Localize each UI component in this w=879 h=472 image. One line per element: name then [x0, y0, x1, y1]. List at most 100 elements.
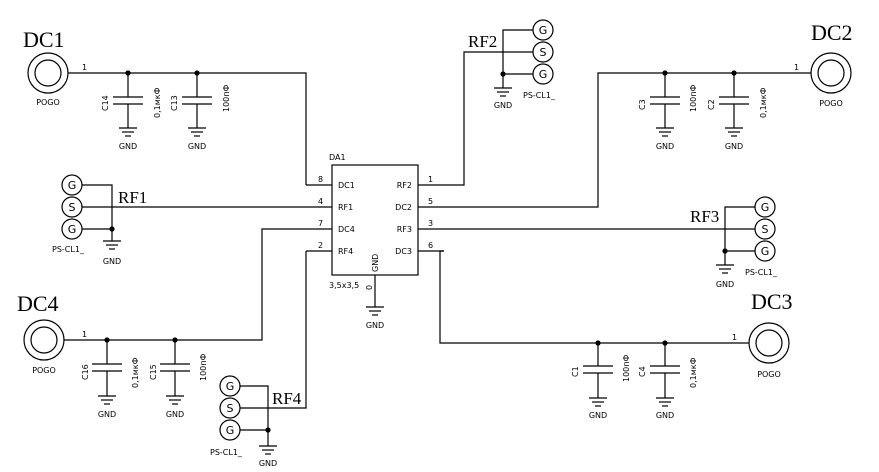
rf1-pin-g2: G [68, 223, 77, 236]
chip-pin-num-2: 2 [318, 241, 323, 250]
c13-ref: C13 [170, 95, 179, 111]
c4-value: 0,1мкФ [689, 357, 698, 388]
rf3-pin-g1: G [761, 201, 770, 214]
c1-gnd: GND [589, 411, 607, 420]
c16-value: 0,1мкФ [131, 357, 140, 388]
rf-connector-rf4: G S G PS-CL1_ RF4 GND [210, 251, 307, 468]
rf3-type: PS-CL1_ [745, 268, 778, 277]
chip-pin-num-1: 1 [428, 175, 433, 184]
c13-gnd: GND [188, 142, 206, 151]
rf1-pin-g1: G [68, 179, 77, 192]
ground-label: GND [366, 321, 384, 330]
pogo-dc4-pin: 1 [82, 330, 87, 339]
chip-pin-num-5: 5 [428, 197, 433, 206]
pogo-dc3-type: POGO [757, 370, 781, 379]
pogo-dc4-ref: DC4 [17, 291, 59, 316]
pogo-dc4: DC4 POGO 1 [17, 291, 87, 375]
rf4-pin-s: S [227, 402, 234, 415]
c15-value: 100пФ [199, 354, 208, 382]
rf1-pin-s: S [69, 201, 76, 214]
chip-pin-name-dc3: DC3 [395, 247, 412, 256]
rf2-ref: RF2 [468, 32, 497, 51]
chip-pin-name-dc4: DC4 [338, 225, 355, 234]
ground-symbol-chip: GND [366, 306, 384, 330]
rf-connector-rf2: G S G PS-CL1_ RF2 GND [444, 19, 556, 186]
c14-ref: C14 [101, 95, 110, 111]
rf1-ref: RF1 [118, 188, 147, 207]
rf-connector-rf1: G S G PS-CL1_ RF1 GND [52, 174, 306, 266]
c14-gnd: GND [119, 142, 137, 151]
net-dc3 [439, 250, 749, 346]
chip-pin-name-dc2: DC2 [395, 203, 412, 212]
c3-ref: C3 [638, 99, 647, 110]
c15-ref: C15 [149, 364, 158, 380]
pogo-dc3-pin: 1 [732, 333, 737, 342]
capacitor-c1: GND C1 100пФ [571, 343, 631, 420]
c13-value: 100пФ [222, 85, 231, 113]
c2-gnd: GND [725, 142, 743, 151]
net-dc1 [68, 70, 307, 185]
capacitor-c16: GND C16 0,1мкФ [81, 340, 140, 419]
chip-pin-name-rf4: RF4 [338, 247, 353, 256]
rf2-pin-g2: G [539, 68, 548, 81]
rf4-gnd: GND [259, 459, 277, 468]
chip-pin-name-dc1: DC1 [338, 181, 355, 190]
rf4-type: PS-CL1_ [210, 448, 243, 457]
pogo-dc1-type: POGO [36, 98, 60, 107]
rf1-gnd: GND [103, 257, 121, 266]
c16-ref: C16 [81, 364, 90, 380]
rf3-gnd: GND [716, 280, 734, 289]
pogo-dc2-pin: 1 [794, 63, 799, 72]
capacitor-c15: GND C15 100пФ [149, 340, 208, 419]
chip-pin-num-8: 8 [318, 175, 323, 184]
c2-ref: C2 [707, 99, 716, 110]
chip-pin-name-gnd: GND [371, 254, 380, 272]
rf1-type: PS-CL1_ [52, 245, 85, 254]
c4-ref: C4 [638, 366, 647, 377]
chip-da1: DA1 3,5x3,5 DC1 RF1 DC4 RF4 RF2 DC2 RF3 … [306, 153, 444, 307]
net-dc2 [444, 70, 811, 208]
chip-pin-num-0: 0 [365, 285, 374, 290]
pogo-dc4-type: POGO [32, 366, 56, 375]
chip-ref: DA1 [329, 153, 346, 162]
c15-gnd: GND [166, 410, 184, 419]
pogo-dc2: DC2 POGO 1 [794, 20, 853, 108]
capacitor-c13: GND C13 100пФ [170, 73, 231, 151]
chip-pin-name-rf3: RF3 [397, 225, 412, 234]
rf4-pin-g1: G [226, 380, 235, 393]
chip-pin-num-3: 3 [428, 219, 433, 228]
c3-value: 100пФ [689, 85, 698, 113]
pogo-dc2-ref: DC2 [811, 20, 853, 45]
chip-pin-num-6: 6 [428, 241, 433, 250]
rf4-ref: RF4 [272, 389, 302, 408]
pogo-dc1-ref: DC1 [23, 27, 65, 52]
rf2-type: PS-CL1_ [523, 91, 556, 100]
chip-pin-name-rf1: RF1 [338, 203, 353, 212]
pogo-dc1: DC1 POGO 1 [23, 27, 87, 107]
rf3-pin-g2: G [761, 245, 770, 258]
chip-pin-num-7: 7 [318, 219, 323, 228]
c3-gnd: GND [656, 142, 674, 151]
capacitor-c2: GND C2 0,1мкФ [707, 73, 768, 151]
rf4-pin-g2: G [226, 424, 235, 437]
pogo-dc1-pin: 1 [82, 63, 87, 72]
rf2-gnd: GND [494, 101, 512, 110]
c14-value: 0,1мкФ [153, 87, 162, 118]
rf3-ref: RF3 [690, 207, 719, 226]
capacitor-c14: GND C14 0,1мкФ [101, 73, 162, 151]
rf2-pin-g1: G [539, 24, 548, 37]
c4-gnd: GND [656, 411, 674, 420]
rf3-pin-s: S [762, 223, 769, 236]
rf-connector-rf3: G S G PS-CL1_ RF3 GND [444, 196, 778, 289]
pogo-dc3: DC3 POGO 1 [732, 289, 793, 379]
pogo-dc3-ref: DC3 [751, 289, 793, 314]
c2-value: 0,1мкФ [759, 87, 768, 118]
chip-package: 3,5x3,5 [329, 281, 359, 290]
pogo-dc2-type: POGO [819, 99, 843, 108]
c1-ref: C1 [571, 366, 580, 377]
chip-pin-num-4: 4 [318, 197, 323, 206]
capacitor-c4: GND C4 0,1мкФ [638, 343, 698, 420]
c16-gnd: GND [98, 410, 116, 419]
net-dc4 [64, 228, 306, 343]
